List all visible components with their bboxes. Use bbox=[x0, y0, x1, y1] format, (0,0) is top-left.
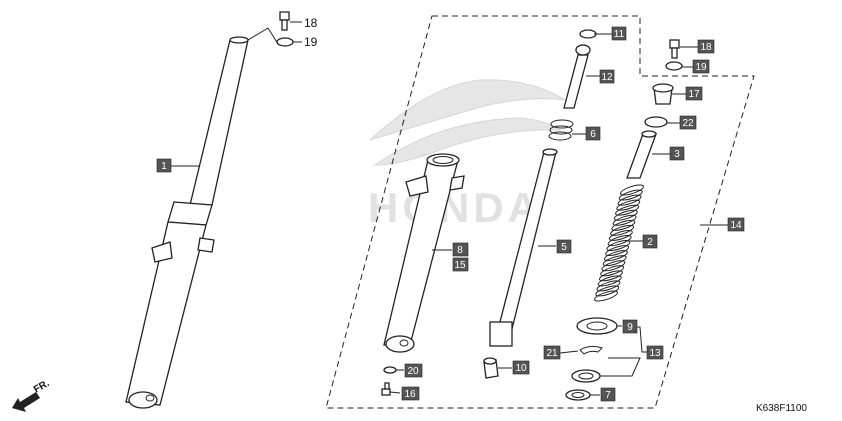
svg-text:18: 18 bbox=[700, 42, 712, 53]
spring-coil bbox=[613, 209, 638, 221]
svg-text:13: 13 bbox=[649, 348, 661, 359]
callout-13: 13 bbox=[646, 345, 664, 360]
callout-5: 5 bbox=[556, 239, 572, 254]
spring-coil bbox=[610, 224, 635, 236]
svg-text:21: 21 bbox=[546, 348, 558, 359]
washer-19-right bbox=[665, 61, 683, 71]
part-3-collar bbox=[626, 130, 657, 179]
svg-text:14: 14 bbox=[730, 220, 742, 231]
spring-coil bbox=[600, 265, 625, 277]
fork-pipe-part bbox=[489, 148, 558, 347]
watermark-logo: HONDA bbox=[368, 79, 566, 231]
svg-text:3: 3 bbox=[674, 149, 680, 160]
exploded-view-frame bbox=[325, 15, 755, 409]
callout-9: 9 bbox=[622, 319, 638, 334]
svg-text:1: 1 bbox=[161, 161, 167, 172]
part-2-main-spring bbox=[594, 184, 644, 302]
spring-coil bbox=[595, 285, 620, 297]
front-direction-label: FR. bbox=[32, 378, 52, 396]
svg-text:10: 10 bbox=[515, 363, 527, 374]
callout-15: 15 bbox=[452, 257, 469, 272]
part-12-rod bbox=[563, 44, 591, 109]
callout-3: 3 bbox=[669, 146, 685, 161]
leader-fork-top bbox=[247, 27, 279, 45]
svg-text:19: 19 bbox=[695, 62, 707, 73]
bolt-18-left bbox=[279, 11, 290, 31]
diagram-code: K638F1100 bbox=[756, 403, 807, 414]
callout-18-right: 18 bbox=[697, 39, 715, 54]
part-6-spring bbox=[548, 119, 574, 141]
callout-22: 22 bbox=[679, 115, 697, 130]
svg-text:20: 20 bbox=[407, 366, 419, 377]
part-9-seal bbox=[576, 317, 618, 335]
part-7-ring bbox=[565, 389, 591, 401]
part-22-ring bbox=[644, 116, 668, 128]
spring-coil bbox=[618, 189, 643, 201]
front-direction-arrow: FR. bbox=[12, 378, 52, 412]
callout-6: 6 bbox=[585, 126, 601, 141]
spring-coil bbox=[606, 240, 631, 252]
spring-coil bbox=[611, 219, 636, 231]
spring-coil bbox=[596, 280, 621, 292]
svg-text:2: 2 bbox=[647, 237, 653, 248]
spring-coil bbox=[615, 204, 640, 216]
svg-text:12: 12 bbox=[601, 72, 613, 83]
spring-coil bbox=[597, 275, 622, 287]
callout-1: 1 bbox=[156, 158, 172, 173]
part-16-bolt bbox=[381, 382, 391, 396]
callout-21: 21 bbox=[543, 345, 561, 360]
callout-12: 12 bbox=[599, 69, 615, 84]
outer-slider-part bbox=[383, 153, 465, 353]
svg-text:15: 15 bbox=[454, 260, 466, 271]
spring-coil bbox=[620, 184, 644, 196]
part-10-piece bbox=[483, 357, 499, 379]
leader-lines bbox=[170, 33, 728, 396]
spring-coil bbox=[616, 199, 641, 211]
spring-coil bbox=[598, 270, 623, 282]
fork-assembly-drawing bbox=[125, 36, 249, 409]
spring-coil bbox=[605, 245, 630, 257]
spring-coil bbox=[617, 194, 642, 206]
spring-coil bbox=[603, 250, 628, 262]
svg-text:5: 5 bbox=[561, 242, 567, 253]
callout-19-right: 19 bbox=[692, 59, 710, 74]
callout-16: 16 bbox=[401, 386, 420, 401]
svg-text:16: 16 bbox=[404, 389, 416, 400]
svg-text:9: 9 bbox=[627, 322, 633, 333]
callout-11: 11 bbox=[611, 26, 627, 41]
bolt-18-right bbox=[669, 39, 680, 59]
part-20-washer bbox=[383, 366, 397, 374]
svg-text:17: 17 bbox=[688, 89, 700, 100]
spring-coil bbox=[607, 234, 632, 246]
part-21-clip bbox=[579, 345, 603, 355]
washer-19-left bbox=[276, 37, 294, 47]
label-19-left: 19 bbox=[304, 35, 318, 49]
svg-text:8: 8 bbox=[457, 245, 463, 256]
spring-coil bbox=[608, 229, 633, 241]
watermark-text: HONDA bbox=[368, 184, 542, 231]
part-11-ring bbox=[579, 29, 597, 39]
callout-20: 20 bbox=[404, 363, 423, 378]
part-17-cap bbox=[652, 83, 674, 105]
callout-10: 10 bbox=[512, 360, 530, 375]
spring-coil bbox=[601, 260, 626, 272]
callout-17: 17 bbox=[685, 86, 703, 101]
label-18-left: 18 bbox=[304, 16, 318, 30]
svg-text:7: 7 bbox=[605, 390, 611, 401]
svg-text:22: 22 bbox=[682, 118, 694, 129]
callout-7: 7 bbox=[600, 387, 616, 402]
callout-2: 2 bbox=[642, 234, 658, 249]
spring-coil bbox=[612, 214, 637, 226]
spring-coil bbox=[602, 255, 627, 267]
svg-text:11: 11 bbox=[614, 29, 625, 40]
spring-coil bbox=[594, 290, 618, 302]
callout-14: 14 bbox=[727, 217, 745, 232]
callout-8: 8 bbox=[452, 242, 469, 257]
svg-text:6: 6 bbox=[590, 129, 596, 140]
part-13-washer bbox=[571, 369, 601, 383]
